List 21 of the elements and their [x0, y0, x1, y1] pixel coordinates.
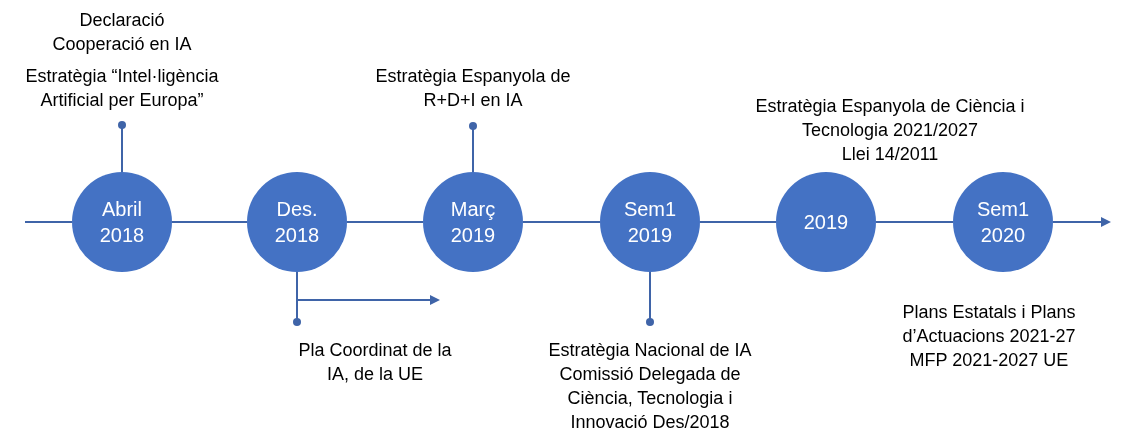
milestone-label: Pla Coordinat de la IA, de la UE	[297, 339, 453, 386]
date-label: Abril 2018	[98, 197, 146, 248]
date-label: Des. 2018	[273, 197, 321, 248]
milestone-label: Comissió Delegada de Ciència, Tecnologia i Innovació Des/2018	[558, 363, 742, 428]
leader-line	[118, 121, 126, 173]
date-label: Sem1 2019	[622, 197, 678, 248]
milestone-label: Estratègia Espanyola de Ciència i Tecnologia 2021/2027	[754, 95, 1026, 142]
date-label: Sem1 2020	[975, 197, 1031, 248]
leader-line	[469, 122, 477, 173]
milestone-label: Estratègia Espanyola de R+D+I en IA	[374, 65, 572, 112]
date-label: Març 2019	[449, 197, 497, 248]
arrow	[296, 271, 440, 305]
milestone-label: Llei 14/2011	[841, 143, 939, 166]
milestone-label: Estratègia “Intel·ligència Artificial per Europa”	[24, 65, 220, 112]
milestone-label: Plans Estatals i Plans d’Actuacions 2021-27	[901, 301, 1077, 348]
milestone-label: Declaració Cooperació en IA	[52, 9, 192, 56]
leader-line	[646, 271, 654, 326]
milestone-label: MFP 2021-2027 UE	[909, 349, 1069, 372]
milestone-label: Estratègia Nacional de IA	[548, 339, 752, 362]
arrow	[1052, 217, 1111, 227]
date-label: 2019	[803, 210, 849, 235]
